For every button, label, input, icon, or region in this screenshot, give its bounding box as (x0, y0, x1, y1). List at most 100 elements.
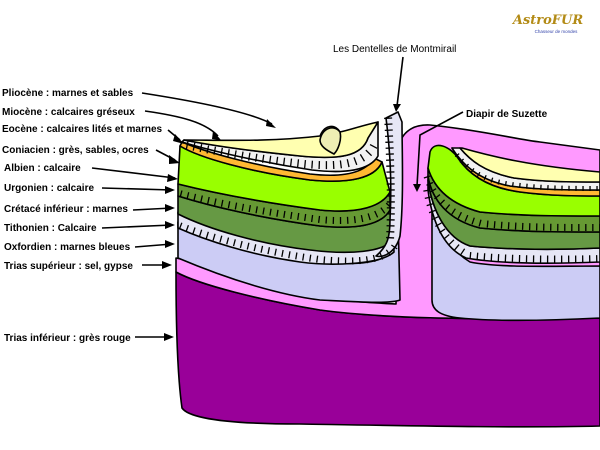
bedding-tick (304, 213, 307, 222)
bedding-tick (289, 158, 293, 167)
bedding-tick (483, 253, 486, 261)
layer-eocene-left (179, 141, 383, 182)
bedding-tick (511, 182, 514, 188)
bedding-tick (365, 149, 373, 157)
bedding-tick (281, 249, 284, 258)
label-diapir: Diapir de Suzette (466, 109, 548, 120)
bedding-tick (253, 244, 257, 252)
label-trias-inferieur: Trias inférieur : grès rouge (4, 333, 131, 344)
bedding-tick (385, 202, 392, 209)
leader-urgonien (101, 187, 173, 191)
bedding-tick (207, 196, 210, 204)
bedding-tick (451, 208, 456, 215)
bedding-tick (205, 231, 209, 239)
bedding-tick (434, 194, 441, 200)
bedding-tick (269, 208, 272, 216)
label-tithonien: Tithonien : Calcaire (4, 223, 97, 234)
bedding-tick (185, 224, 190, 232)
bedding-tick (372, 254, 376, 262)
bedding-tick (464, 163, 470, 169)
bedding-tick (185, 141, 189, 150)
bedding-tick (439, 199, 445, 206)
bedding-tick (476, 171, 481, 177)
bedding-tick (282, 157, 286, 166)
limestone-bedding-ticks (178, 117, 600, 265)
leader-arrowheads (162, 119, 276, 341)
bedding-tick (241, 203, 245, 211)
bedding-tick (262, 207, 265, 215)
leader-albien (91, 167, 176, 179)
label-trias-superieur: Trias supérieur : sel, gypse (4, 261, 133, 272)
logo-title: AstroFUR (511, 13, 583, 28)
bedding-tick (358, 256, 361, 265)
bedding-tick (274, 248, 277, 256)
bedding-tick (316, 255, 319, 263)
bedding-tick (309, 254, 312, 262)
bedding-tick (234, 150, 237, 159)
bedding-tick (359, 154, 366, 162)
bedding-tick (464, 214, 469, 222)
bedding-tick (385, 249, 391, 256)
bedding-tick (304, 159, 307, 169)
bedding-tick (426, 202, 434, 207)
bedding-tick (454, 153, 460, 158)
label-coniacien: Coniacien : grès, sables, ocres (2, 145, 149, 156)
bedding-tick (478, 219, 482, 227)
bedding-tick (353, 157, 358, 166)
dentelles-spire (375, 111, 404, 258)
bedding-tick (423, 189, 431, 192)
bedding-tick (431, 216, 439, 221)
bedding-tick (428, 209, 436, 214)
bedding-tick (379, 252, 384, 260)
bedding-tick (232, 239, 236, 247)
bedding-tick (444, 204, 451, 211)
leader-tithonien (101, 224, 173, 229)
leader-pliocene (141, 92, 273, 125)
bedding-tick (493, 221, 496, 229)
bedding-tick (518, 182, 521, 189)
bedding-tick (295, 252, 298, 260)
bedding-tick (369, 143, 378, 149)
label-albien: Albien : calcaire (4, 163, 81, 174)
bedding-tick (248, 205, 252, 213)
bedding-tick (186, 192, 190, 200)
label-oxfordien: Oxfordien : marnes bleues (4, 242, 131, 253)
bedding-tick (220, 199, 224, 207)
bedding-tick (443, 234, 450, 240)
bedding-tick (424, 196, 432, 200)
bedding-tick (504, 180, 507, 187)
bedding-tick (438, 228, 446, 234)
bedding-tick (486, 220, 489, 228)
bedding-tick (200, 195, 203, 203)
bedding-tick (213, 198, 217, 206)
bedding-tick (260, 245, 264, 253)
label-pliocene: Pliocène : marnes et sables (2, 88, 134, 99)
bedding-tick (275, 156, 279, 165)
bedding-tick (261, 154, 265, 163)
bedding-tick (435, 222, 442, 227)
bedding-tick (311, 160, 314, 169)
bedding-tick (460, 248, 466, 255)
bedding-tick (213, 146, 217, 155)
bedding-tick (255, 206, 258, 214)
bedding-tick (367, 213, 371, 221)
bedding-tick (226, 237, 230, 245)
bedding-tick (219, 235, 223, 243)
bedding-tick (469, 252, 472, 260)
bedding-tick (227, 201, 231, 209)
logo: AstroFUR Chasseur de mondes (511, 13, 583, 34)
bedding-tick (448, 239, 455, 246)
bedding-tick (254, 153, 258, 162)
bedding-tick (248, 152, 251, 161)
bedding-tick (234, 202, 238, 210)
bedding-tick (457, 211, 462, 219)
bedding-tick (365, 256, 369, 264)
bedding-tick (423, 175, 431, 179)
bedding-tick (179, 190, 183, 198)
bedding-tick (267, 247, 271, 255)
arrow-diapir (416, 111, 464, 187)
bedding-tick (297, 212, 300, 221)
bedding-tick (241, 151, 244, 160)
arrowhead-diapir (413, 184, 421, 192)
bedding-tick (178, 222, 183, 230)
